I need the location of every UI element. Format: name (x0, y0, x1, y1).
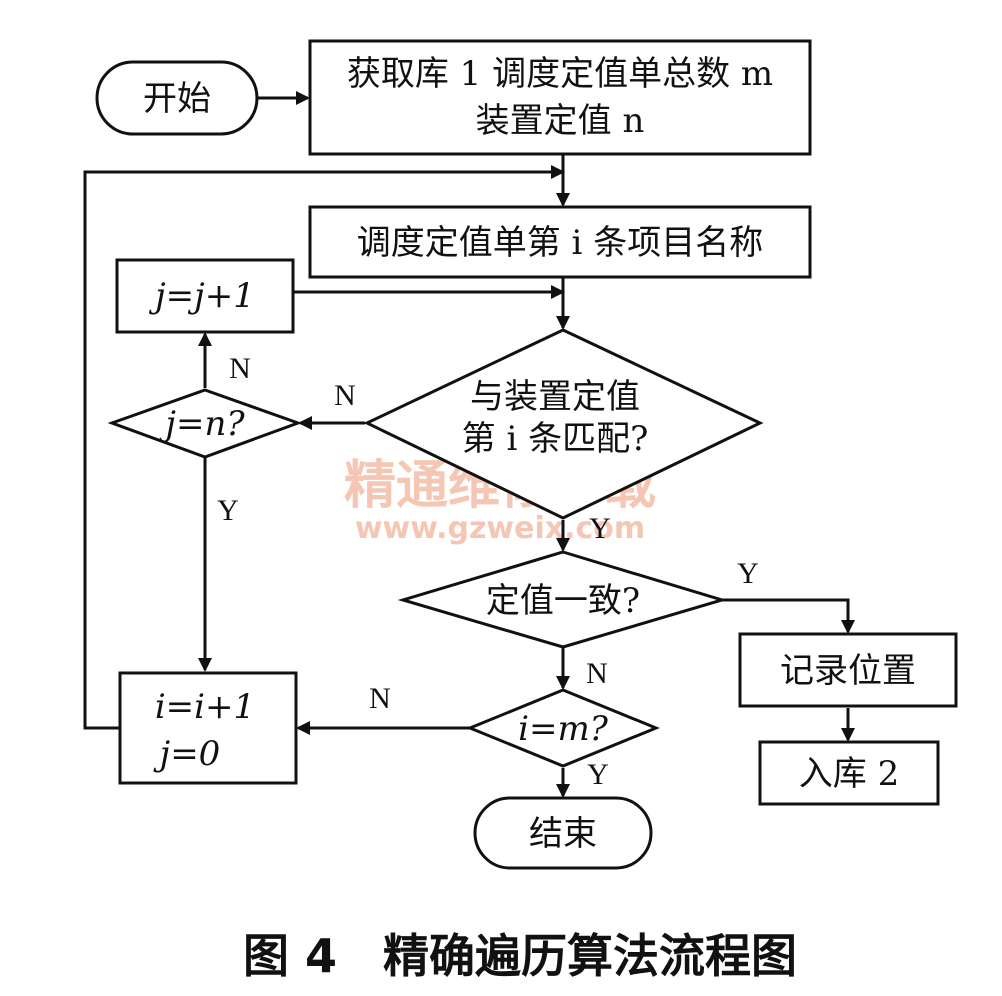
value-equal-yes-label: Y (737, 557, 759, 590)
i-eq-m-yes-label: Y (587, 758, 609, 791)
j-eq-n-yes-label: Y (217, 494, 239, 527)
record-position-node: 记录位置 (738, 632, 958, 708)
i-eq-m-decision: i=m? (466, 688, 660, 768)
start-label: 开始 (143, 79, 211, 119)
value-equal-decision: 定值一致? (397, 550, 728, 649)
arrow-equal-yes (722, 598, 855, 634)
edge-labels: N N Y Y Y N N Y (217, 352, 759, 791)
i-inc-label: i=i+1 (155, 687, 255, 727)
j-eq-n-decision: j=n? (107, 388, 303, 459)
match-decision: 与装置定值 第 i 条匹配? (363, 328, 764, 520)
i-eq-m-label: i=m? (518, 709, 609, 749)
device-values-label: 装置定值 n (476, 101, 645, 141)
value-equal-no-label: N (586, 657, 608, 690)
item-name-label: 调度定值单第 i 条项目名称 (357, 223, 764, 263)
get-total-label: 获取库 1 调度定值单总数 m (347, 54, 773, 94)
end-node: 结束 (473, 796, 653, 870)
record-position-label: 记录位置 (780, 651, 916, 691)
arrow-loop-i (83, 165, 565, 730)
j-inc-label: j=j+1 (148, 276, 255, 316)
item-name-node: 调度定值单第 i 条项目名称 (308, 205, 812, 279)
start-node: 开始 (95, 60, 259, 136)
match-no-label: N (334, 379, 356, 412)
store-lib2-label: 入库 2 (799, 754, 899, 794)
match-label-line1: 与装置定值 (470, 377, 640, 417)
i-eq-m-no-label: N (369, 682, 391, 715)
store-lib2-node: 入库 2 (758, 740, 940, 806)
match-yes-label: Y (589, 512, 611, 545)
i-inc-node: i=i+1 j=0 (118, 671, 298, 785)
j-reset-label: j=0 (153, 734, 221, 774)
j-eq-n-no-label: N (229, 352, 251, 385)
end-label: 结束 (529, 814, 597, 854)
j-inc-node: j=j+1 (115, 258, 295, 334)
value-equal-label: 定值一致? (486, 581, 640, 621)
j-eq-n-label: j=n? (158, 404, 245, 444)
connectors (83, 91, 855, 798)
watermark-url: www.gzweix.com (355, 511, 645, 546)
figure-caption: 图 4 精确遍历算法流程图 (243, 929, 797, 983)
match-label-line2: 第 i 条匹配? (462, 419, 649, 459)
get-total-node: 获取库 1 调度定值单总数 m 装置定值 n (308, 39, 812, 156)
